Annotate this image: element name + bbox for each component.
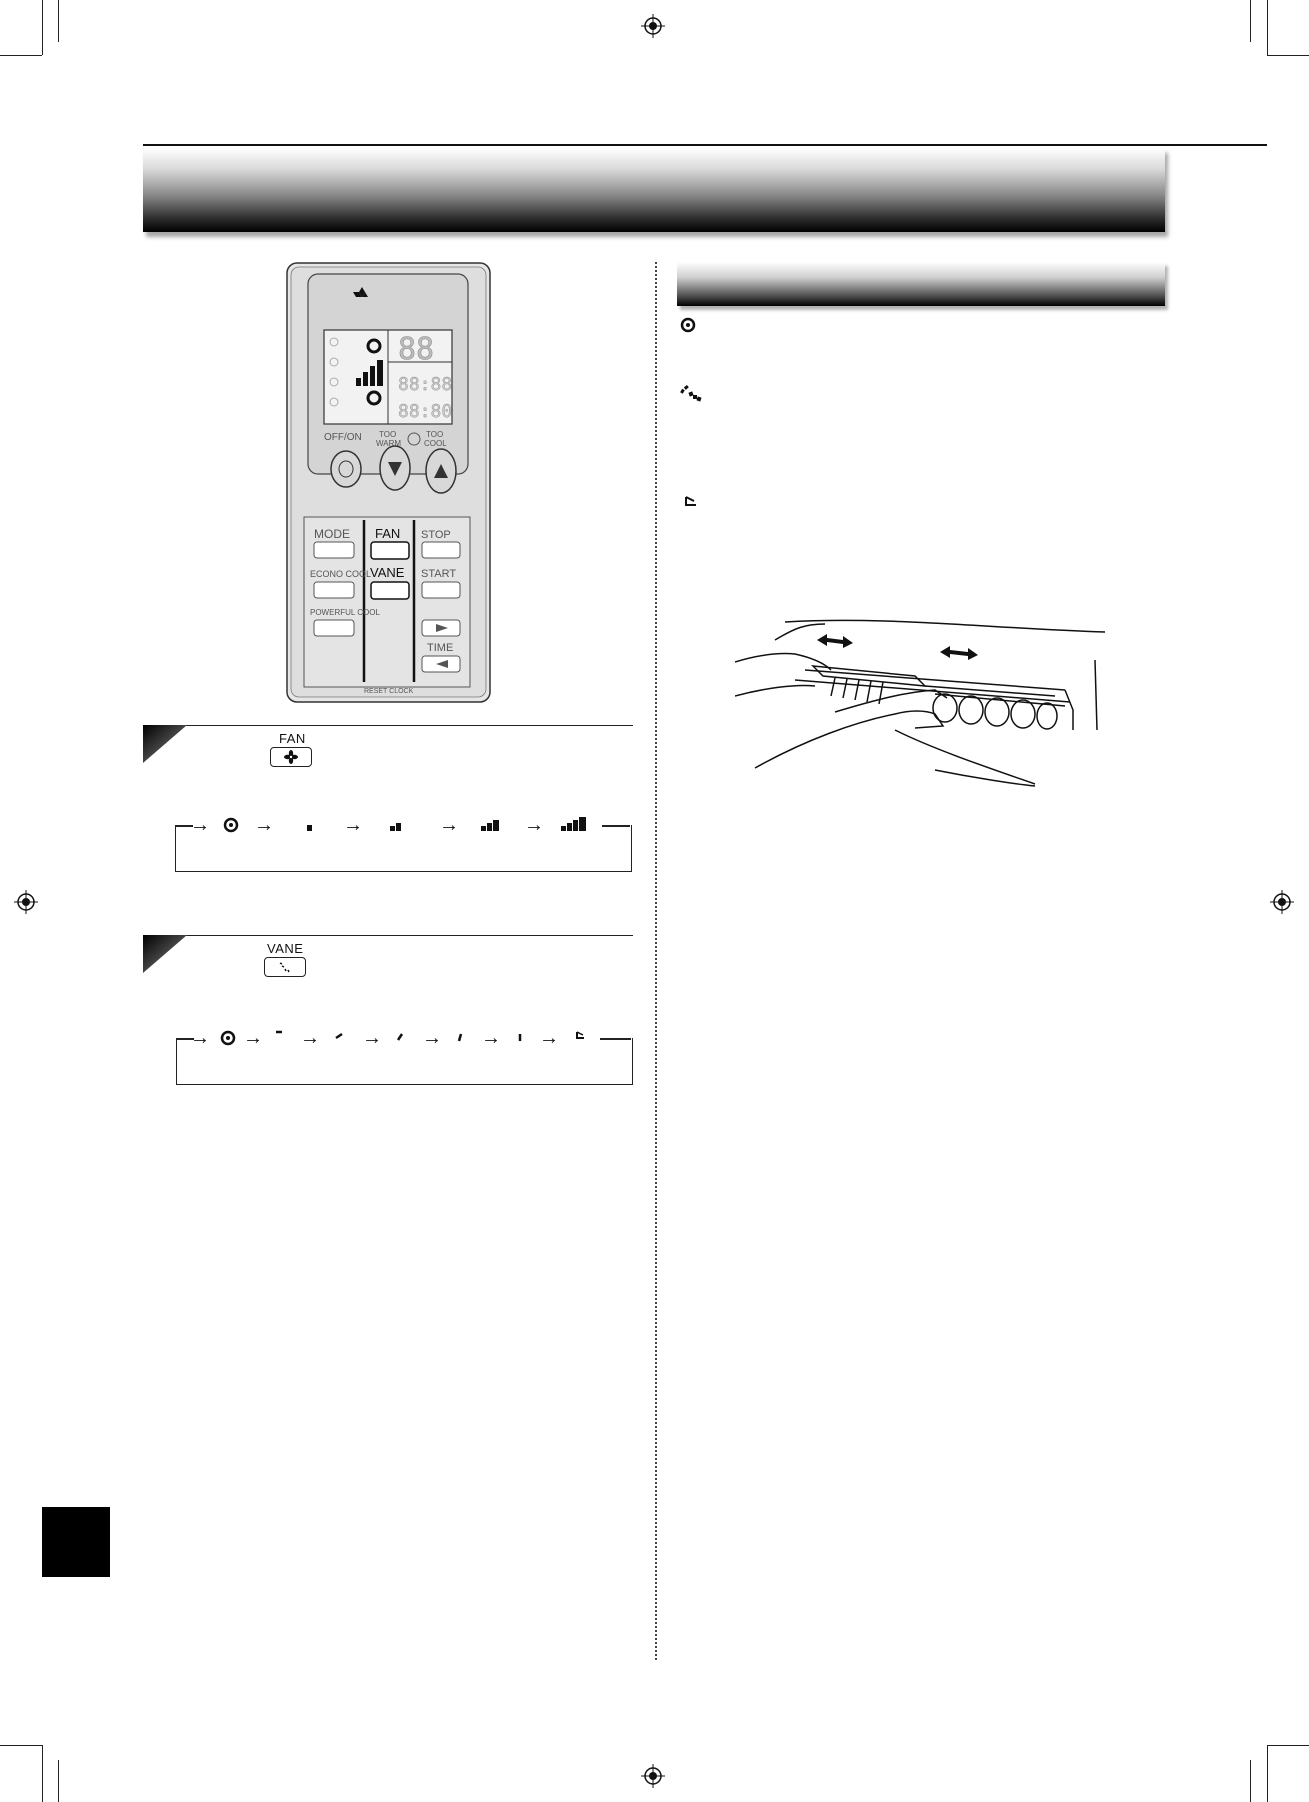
vane-pos-1-icon <box>276 1030 282 1034</box>
svg-text:88:80: 88:80 <box>398 401 452 422</box>
fan-speed-1-icon <box>307 825 312 831</box>
svg-text:RESET CLOCK: RESET CLOCK <box>364 688 414 695</box>
step1-rule <box>143 725 633 726</box>
fan-sequence-loop-top-left <box>175 825 193 827</box>
auto-vane-icon <box>680 317 696 333</box>
svg-text:ECONO COOL: ECONO COOL <box>310 569 371 579</box>
svg-text:POWERFUL COOL: POWERFUL COOL <box>310 608 380 617</box>
arrow-icon: → <box>481 1027 501 1049</box>
svg-text:COOL: COOL <box>424 439 447 448</box>
arrow-icon: → <box>422 1027 442 1049</box>
arrow-icon: → <box>190 1027 210 1049</box>
vane-button[interactable] <box>264 957 306 977</box>
page-title-banner <box>143 148 1165 232</box>
column-divider <box>655 262 657 1660</box>
arrow-icon: → <box>254 814 274 836</box>
arrow-icon: → <box>439 814 459 836</box>
svg-text:VANE: VANE <box>370 565 405 580</box>
arrow-icon: → <box>190 814 210 836</box>
auto-vane-icon <box>220 1030 236 1046</box>
arrow-icon: → <box>243 1027 263 1049</box>
arrow-icon: → <box>343 814 363 836</box>
svg-text:STOP: STOP <box>421 529 451 541</box>
vane-set-icon <box>685 496 696 506</box>
vane-swing-icon <box>576 1031 584 1039</box>
vane-icon <box>279 962 290 973</box>
remote-control-illustration: 88 88:88 88:80 OFF/ON TOO WARM TOO COOL … <box>286 262 491 703</box>
svg-text:88: 88 <box>398 332 434 367</box>
svg-text:TOO: TOO <box>426 430 443 439</box>
svg-text:TIME: TIME <box>427 642 453 654</box>
svg-text:WARM: WARM <box>376 439 401 448</box>
vane-pos-3-icon <box>396 1033 404 1041</box>
step2-rule <box>143 935 633 936</box>
section-tab <box>42 1507 110 1577</box>
section-header-bar <box>677 262 1165 306</box>
registration-mark-left <box>14 890 38 914</box>
fan-button-label: FAN <box>279 731 306 746</box>
vane-sequence-loop <box>176 1038 633 1085</box>
vane-sequence-loop-top-right <box>600 1038 631 1040</box>
arrow-icon: → <box>524 814 544 836</box>
svg-text:OFF/ON: OFF/ON <box>324 432 362 443</box>
vane-pos-5-icon <box>518 1034 522 1041</box>
step2-marker <box>143 935 187 973</box>
fan-speed-2-icon <box>390 823 401 831</box>
svg-text:MODE: MODE <box>314 527 350 541</box>
arrow-icon: → <box>300 1027 320 1049</box>
registration-mark-bottom <box>641 1764 665 1788</box>
fan-sequence-loop <box>175 825 632 872</box>
vane-pos-2-icon <box>335 1032 343 1040</box>
fan-icon <box>284 750 298 764</box>
vane-pos-4-icon <box>457 1033 463 1042</box>
fan-speed-3-icon <box>481 820 499 831</box>
fan-sequence-loop-top-right <box>602 825 630 827</box>
arrow-icon: → <box>539 1027 559 1049</box>
svg-text:88:88: 88:88 <box>398 374 452 395</box>
registration-mark-top <box>641 14 665 38</box>
fan-button[interactable] <box>270 747 312 767</box>
mitsubishi-logo <box>353 287 368 297</box>
registration-mark-right <box>1270 890 1294 914</box>
arrow-icon: → <box>362 1027 382 1049</box>
indoor-unit-vane-adjust-illustration <box>735 619 1105 787</box>
vane-sequence-loop-top-left <box>176 1038 194 1040</box>
fan-speed-4-icon <box>561 817 586 831</box>
step1-marker <box>143 725 187 763</box>
title-rule <box>143 144 1267 146</box>
auto-fan-icon <box>223 817 239 833</box>
swing-vane-icon <box>680 384 702 402</box>
svg-text:START: START <box>421 568 456 580</box>
svg-text:FAN: FAN <box>375 526 400 541</box>
vane-button-label: VANE <box>267 941 304 956</box>
svg-text:TOO: TOO <box>379 430 396 439</box>
